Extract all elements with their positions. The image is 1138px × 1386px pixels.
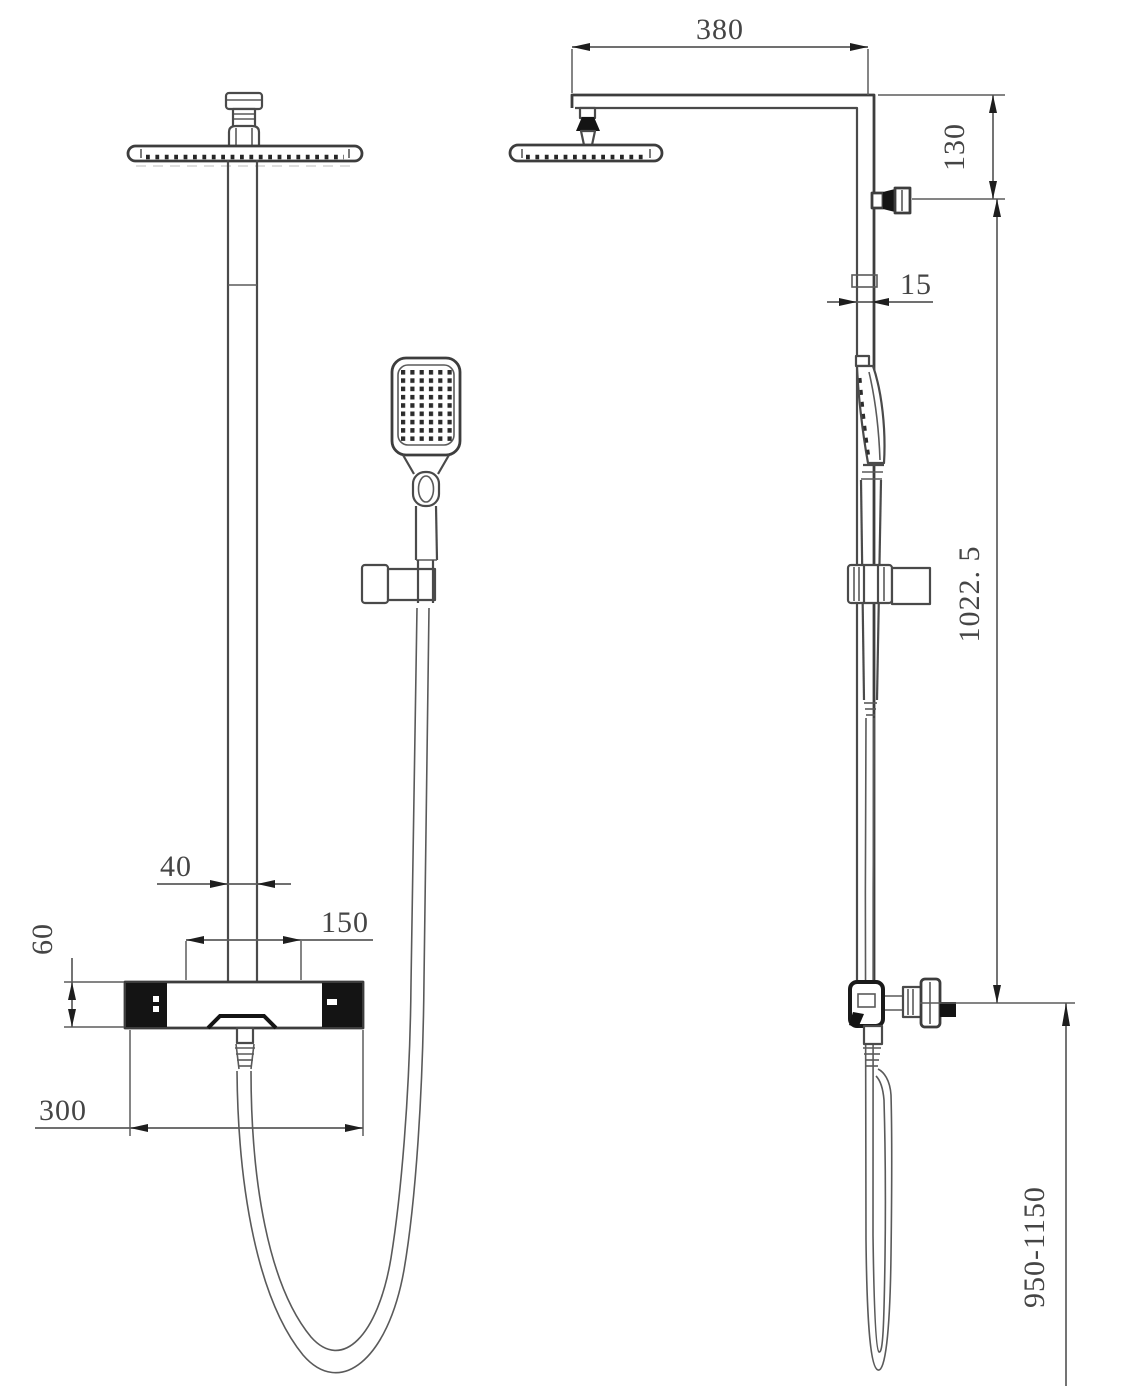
arrowhead bbox=[68, 1009, 76, 1027]
arrowhead bbox=[257, 880, 275, 888]
dim-install-height: 950-1150 bbox=[1018, 1003, 1070, 1386]
arrowhead bbox=[186, 936, 204, 944]
arrowhead bbox=[210, 880, 228, 888]
connector-cap bbox=[224, 91, 264, 111]
valve-outlet-side bbox=[862, 1024, 884, 1067]
arrowhead bbox=[345, 1124, 363, 1132]
arrowhead bbox=[1062, 1003, 1070, 1026]
arrowhead bbox=[283, 936, 301, 944]
arrowhead bbox=[130, 1124, 148, 1132]
dim-label-380: 380 bbox=[696, 13, 744, 46]
valve-bottom-notch bbox=[206, 1014, 278, 1030]
riser-column-front bbox=[226, 160, 259, 982]
holder-bracket-front bbox=[360, 560, 437, 605]
dim-label-40: 40 bbox=[160, 850, 192, 883]
dim-valve-height: 60 bbox=[26, 923, 124, 1028]
arrowhead bbox=[993, 199, 1001, 217]
dim-inlet-to-valve: 1022. 5 bbox=[920, 199, 1075, 1004]
arrowhead bbox=[989, 95, 997, 113]
connector-flange bbox=[227, 124, 261, 148]
dim-label-300: 300 bbox=[39, 1094, 87, 1127]
handle-collar bbox=[411, 470, 441, 508]
dim-inlet-spacing: 150 bbox=[185, 906, 373, 980]
spray-face-grid bbox=[401, 369, 452, 441]
spray-face-edge bbox=[858, 377, 871, 459]
shower-hose-front bbox=[236, 607, 430, 1374]
dim-column-width: 40 bbox=[157, 850, 291, 888]
arrowhead bbox=[850, 43, 868, 51]
arrowhead bbox=[839, 298, 857, 306]
thermostatic-valve-front bbox=[123, 980, 365, 1070]
wall-anchor bbox=[940, 1002, 956, 1017]
dim-head-to-inlet: 130 bbox=[878, 94, 1005, 200]
dim-label-15: 15 bbox=[900, 268, 932, 301]
pipe-union bbox=[851, 274, 878, 288]
arm-outer bbox=[570, 93, 876, 980]
front-view: 40 150 60 300 bbox=[26, 91, 462, 1374]
handle-button bbox=[417, 475, 435, 503]
dim-pipe-diameter: 15 bbox=[827, 268, 933, 306]
dim-label-1022-5: 1022. 5 bbox=[953, 546, 986, 643]
dim-valve-width: 300 bbox=[35, 1030, 364, 1136]
arm-and-riser-side bbox=[570, 93, 878, 980]
holder-bracket-side bbox=[846, 563, 932, 606]
valve-outlet-front bbox=[235, 1026, 255, 1070]
arrowhead bbox=[68, 982, 76, 1000]
arrowhead bbox=[993, 985, 1001, 1003]
temperature-knob bbox=[126, 983, 167, 1027]
arrowhead bbox=[871, 298, 889, 306]
rain-shower-head-side bbox=[508, 143, 664, 163]
hand-shower-head-profile bbox=[855, 364, 886, 465]
bracket-arm bbox=[386, 567, 437, 602]
dim-label-950-1150: 950-1150 bbox=[1018, 1186, 1051, 1308]
union-nut bbox=[901, 985, 923, 1019]
side-view: 380 130 15 1022. 5 bbox=[508, 13, 1075, 1386]
rain-shower-head-front bbox=[126, 144, 364, 167]
dim-arm-reach: 380 bbox=[571, 13, 869, 95]
dim-label-130: 130 bbox=[938, 123, 971, 171]
arrowhead bbox=[989, 181, 997, 199]
wall-inlet-fitting-side bbox=[870, 186, 912, 215]
top-connector-front bbox=[224, 91, 264, 148]
hand-shower-side bbox=[854, 354, 886, 716]
dim-label-150: 150 bbox=[321, 906, 369, 939]
head-connector-side bbox=[576, 106, 600, 147]
dim-label-60: 60 bbox=[26, 923, 59, 955]
bracket-knob bbox=[360, 563, 390, 605]
arrowhead bbox=[572, 43, 590, 51]
connector-stem bbox=[231, 107, 257, 129]
hand-shower-front bbox=[390, 356, 462, 561]
arm-inner bbox=[575, 106, 859, 980]
